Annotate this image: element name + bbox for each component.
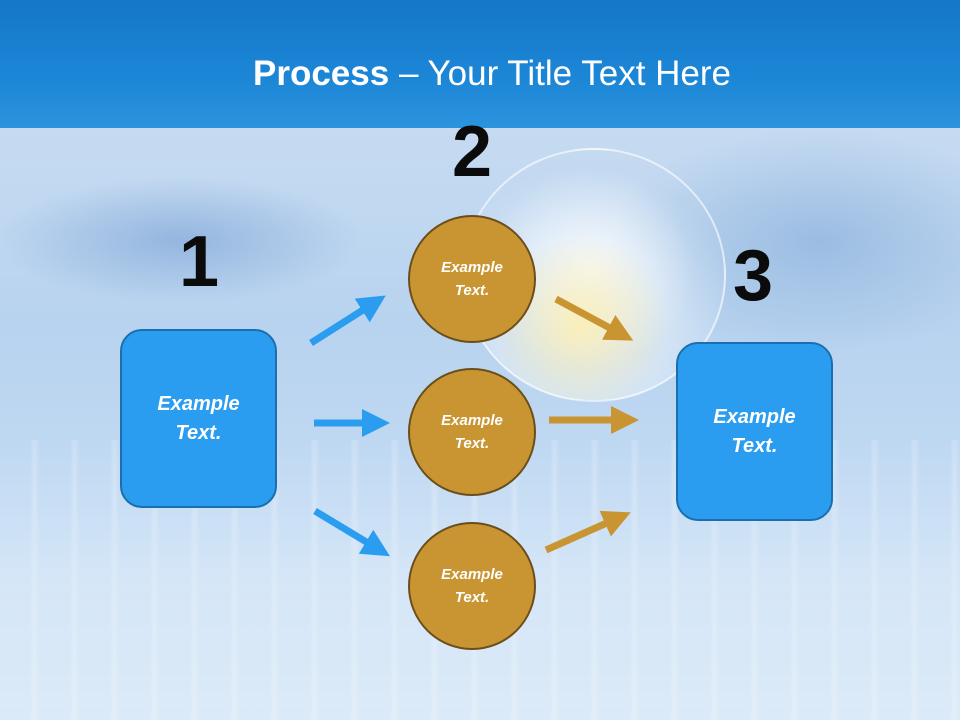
step-1-number: 1 [178, 222, 220, 302]
title-rest: – Your Title Text Here [389, 54, 731, 93]
step-2-text-bottom: Example Text. [441, 566, 503, 606]
slide-title[interactable]: Process – Your Title Text Here [0, 52, 960, 96]
step-2-circle-bottom[interactable]: Example Text. [408, 522, 536, 650]
arrow-1-to-bottom [313, 508, 390, 557]
step-2-text-middle: Example Text. [441, 412, 503, 452]
step-2-number: 2 [451, 112, 493, 192]
arrow-top-to-3 [554, 295, 634, 341]
step-1-box[interactable]: Example Text. [120, 329, 277, 508]
step-3-text: Example Text. [713, 405, 796, 457]
step-3-number: 3 [732, 236, 774, 316]
arrow-1-to-top [309, 295, 386, 346]
step-2-text-top: Example Text. [441, 259, 503, 299]
title-bold: Process [253, 54, 390, 93]
arrow-bottom-to-3 [544, 510, 631, 554]
step-2-circle-middle[interactable]: Example Text. [408, 368, 536, 496]
step-3-box[interactable]: Example Text. [676, 342, 833, 521]
step-2-circle-top[interactable]: Example Text. [408, 215, 536, 343]
step-1-text: Example Text. [157, 392, 240, 444]
title-bar [0, 0, 960, 128]
